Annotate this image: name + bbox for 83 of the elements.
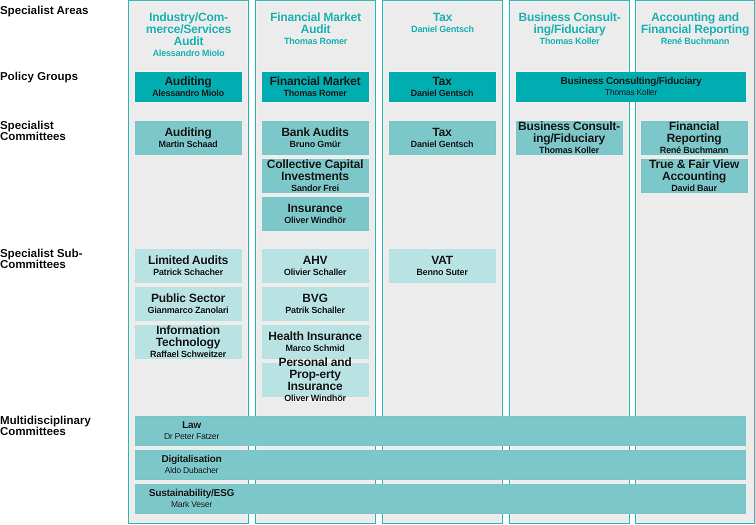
specialist-committee-box [640, 120, 748, 154]
sub-committee-box [262, 248, 368, 282]
area-heading: Tax [432, 11, 454, 23]
committee-title: Bank Audits [280, 126, 350, 138]
chair-name: Sandor Frei [291, 182, 339, 194]
committee-title: Digitalisation [162, 455, 222, 465]
committee-title: Personal and Prop-erty Insurance [278, 356, 352, 392]
chair-name: Thomas Koller [604, 87, 658, 97]
multidisciplinary-committee-bar [135, 484, 746, 514]
row-heading: Specialist Areas [0, 6, 90, 17]
row-heading: Policy Groups [0, 72, 79, 83]
chair-name: Marco Schmid [285, 342, 345, 354]
committee-title: Tax [431, 74, 453, 86]
sub-committee-box [262, 286, 368, 320]
specialist-committee-box [134, 120, 242, 154]
committee-title: Insurance [286, 202, 344, 214]
specialist-committee-box [388, 120, 496, 154]
chair-name: Olivier Schaller [284, 266, 346, 278]
chair-name: Alessandro Miolo [152, 88, 224, 98]
chair-name: Oliver Windhör [284, 214, 346, 226]
specialist-committee-box [262, 158, 368, 192]
sub-committee-box [388, 248, 496, 282]
chair-name: David Baur [671, 182, 717, 194]
committee-title: Health Insurance [267, 330, 363, 342]
chair-name: Daniel Gentsch [410, 138, 474, 150]
sub-committee-box [134, 324, 242, 358]
committee-title: Limited Audits [146, 254, 230, 266]
committee-title: Financial Market [268, 74, 362, 86]
chair-name: Gianmarco Zanolari [148, 304, 228, 316]
committee-title: AHV [302, 254, 328, 266]
chair-name: Alessandro Miolo [152, 47, 224, 59]
committee-title: BVG [301, 292, 329, 304]
specialist-committee-box [640, 158, 748, 192]
policy-group-box [388, 72, 496, 102]
chair-name: Thomas Romer [284, 35, 348, 47]
chair-name: Thomas Koller [539, 144, 599, 156]
committee-title: Financial Reporting [666, 120, 722, 144]
chair-name: Benno Suter [416, 266, 468, 278]
committee-title: Auditing [163, 74, 213, 86]
row-heading: Multidisciplinary Committees [0, 416, 92, 438]
committee-title: Sustainability/ESG [148, 489, 234, 499]
committee-title: True & Fair View Accounting [648, 158, 740, 182]
row-heading: Specialist Committees [0, 121, 67, 143]
committee-title: Business Consulting/Fiduciary [560, 77, 702, 87]
chair-name: Daniel Gentsch [411, 23, 474, 35]
chair-name: Aldo Dubacher [164, 465, 218, 475]
chair-name: Martin Schaad [158, 138, 218, 150]
committee-title: Tax [431, 126, 453, 138]
chair-name: René Buchmann [660, 36, 730, 47]
chair-name: René Buchmann [660, 144, 728, 156]
chair-name: Dr Peter Fatzer [164, 431, 220, 441]
committee-title: Business Consult-ing/Fiduciary [517, 120, 621, 144]
policy-group-box [262, 72, 368, 102]
policy-group-box [134, 72, 242, 102]
policy-group-box [516, 72, 746, 102]
chair-name: Mark Veser [171, 499, 212, 509]
area-heading: Accounting and Financial Reporting [640, 11, 750, 35]
committee-title: Law [182, 421, 201, 431]
chair-name: Thomas Romer [283, 86, 347, 98]
specialist-committee-box [262, 196, 368, 230]
sub-committee-box [134, 286, 242, 320]
specialist-committee-box [516, 120, 622, 154]
committee-title: Information Technology [154, 324, 222, 348]
chair-name: Thomas Koller [540, 36, 600, 47]
specialist-committee-box [262, 120, 368, 154]
sub-committee-box [134, 248, 242, 282]
row-heading: Specialist Sub-Committees [0, 249, 84, 271]
committee-title: Public Sector [150, 292, 226, 304]
multidisciplinary-committee-bar [135, 416, 746, 446]
chair-name: Oliver Windhör [284, 392, 346, 404]
sub-committee-box [262, 324, 368, 358]
area-heading: Business Consult-ing/Fiduciary [518, 11, 622, 35]
chair-name: Raffael Schweitzer [150, 348, 226, 360]
chair-name: Patrik Schaller [285, 304, 345, 316]
area-heading: Financial Market Audit [269, 11, 362, 35]
chair-name: Bruno Gmür [290, 138, 340, 150]
chair-name: Patrick Schacher [153, 266, 223, 278]
chair-name: Daniel Gentsch [410, 86, 474, 98]
committee-title: Collective Capital Investments [266, 158, 364, 182]
committee-title: Auditing [163, 126, 213, 138]
area-heading: Industry/Com-merce/Services Audit [144, 11, 232, 47]
committee-title: VAT [430, 254, 454, 266]
multidisciplinary-committee-bar [135, 450, 746, 480]
